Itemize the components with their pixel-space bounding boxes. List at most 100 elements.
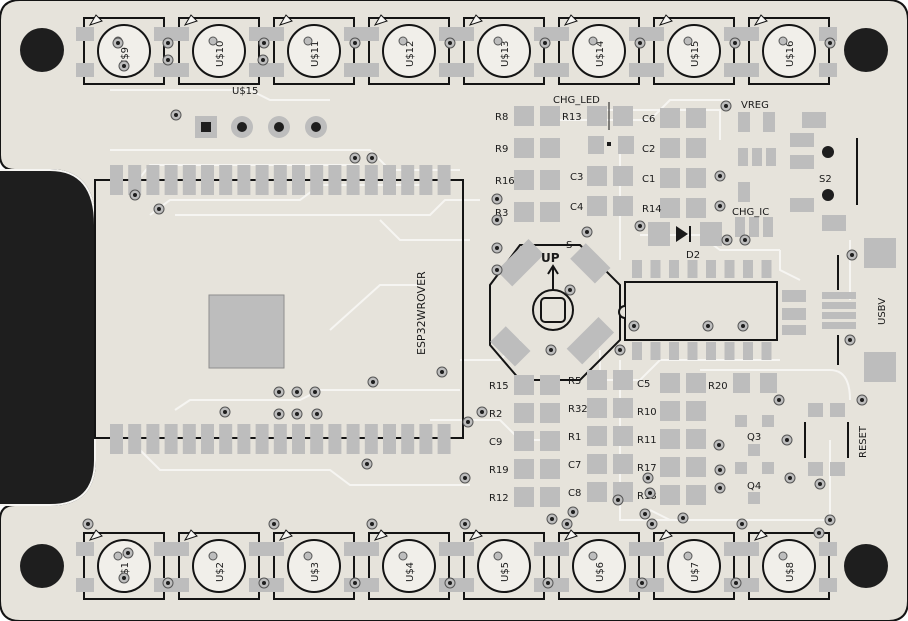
q4-label: Q4: [747, 481, 761, 492]
led-5: U$5: [456, 529, 552, 600]
component-label: C5: [637, 379, 650, 390]
component-r32: R32: [568, 398, 633, 418]
reset-label: RESET: [858, 425, 869, 458]
led-label: U$6: [595, 562, 606, 582]
nav-switch: UP S: [489, 238, 621, 381]
component-c9: C9: [489, 431, 560, 451]
usb-connector: USBV: [782, 238, 896, 382]
component-r2: R2: [489, 403, 560, 423]
transistors: Q3 Q4: [735, 415, 774, 504]
s-label: S: [566, 240, 572, 251]
led-label: U$14: [595, 41, 606, 67]
component-c3: C3: [570, 166, 633, 186]
mount-hole: [844, 28, 888, 72]
component-r15: R15: [489, 375, 560, 395]
component-label: R9: [495, 144, 508, 155]
component-c4: C4: [570, 196, 633, 216]
component-r16: R16: [495, 170, 560, 190]
mount-hole: [20, 28, 64, 72]
component-label: R11: [637, 435, 657, 446]
component-r9: R9: [495, 138, 560, 158]
chg-led: CHG_LED: [553, 95, 634, 154]
led-6: U$14: [551, 14, 647, 85]
component-label: C3: [570, 172, 583, 183]
led-4: U$12: [361, 14, 457, 85]
led-8: U$8: [741, 529, 837, 600]
mount-hole: [20, 544, 64, 588]
board-cutout: [0, 170, 95, 505]
led-label: U$11: [310, 41, 321, 67]
s2-switch: S2: [790, 112, 858, 231]
chg-ic-label: CHG_IC: [732, 207, 769, 218]
component-label: R15: [489, 381, 509, 392]
component-r3: R3: [495, 202, 560, 222]
component-c8: C8: [568, 482, 633, 502]
led-7: U$7: [646, 529, 742, 600]
component-c2: C2: [642, 138, 706, 158]
bottom-led-row: U$1 U$2 U$3 U$4 U$5 U$6 U$7 U$8: [76, 529, 837, 600]
led-2: U$2: [171, 529, 267, 600]
led-label: U$5: [500, 562, 511, 582]
component-label: R3: [495, 208, 508, 219]
component-label: R17: [637, 463, 657, 474]
component-r12: R12: [489, 487, 560, 507]
component-c6: C6: [642, 108, 706, 128]
component-label: R8: [495, 112, 508, 123]
led-label: U$7: [690, 562, 701, 582]
vreg-label: VREG: [741, 100, 769, 111]
component-label: C8: [568, 488, 581, 499]
s2-label: S2: [819, 174, 832, 185]
led-label: U$2: [215, 562, 226, 582]
led-label: U$9: [120, 47, 131, 67]
led-4: U$4: [361, 529, 457, 600]
led-label: U$13: [500, 41, 511, 67]
component-label: R14: [642, 204, 662, 215]
d2-diode: D2: [648, 222, 722, 261]
led-6: U$6: [551, 529, 647, 600]
q3-label: Q3: [747, 432, 761, 443]
component-r5: R5: [568, 370, 633, 390]
component-r13: R13: [562, 106, 633, 126]
led-label: U$4: [405, 562, 416, 582]
component-c1: C1: [642, 168, 706, 188]
component-r11: R11: [637, 429, 706, 449]
d2-label: D2: [686, 250, 700, 261]
component-label: C4: [570, 202, 583, 213]
component-r1: R1: [568, 426, 633, 446]
reset-switch: RESET: [804, 403, 869, 476]
up-label: UP: [541, 251, 560, 265]
led-5: U$13: [456, 14, 552, 85]
component-r19: R19: [489, 459, 560, 479]
component-label: R16: [495, 176, 515, 187]
component-label: R1: [568, 432, 581, 443]
led-1: U$9: [76, 14, 172, 85]
component-c5: C5: [637, 373, 706, 393]
component-label: C2: [642, 144, 655, 155]
led-1: U$1: [76, 529, 172, 600]
usb-label: USBV: [877, 298, 888, 325]
chg-led-label: CHG_LED: [553, 95, 600, 106]
chg-ic-chip: [618, 260, 778, 360]
led-label: U$15: [690, 41, 701, 67]
component-label: R12: [489, 493, 509, 504]
component-label: R32: [568, 404, 588, 415]
component-label: R10: [637, 407, 657, 418]
component-r10: R10: [637, 401, 706, 421]
r20: R20: [708, 373, 777, 393]
led-label: U$12: [405, 41, 416, 67]
component-r14: R14: [642, 198, 706, 218]
component-label: C6: [642, 114, 655, 125]
component-r17: R17: [637, 457, 706, 477]
led-3: U$11: [266, 14, 362, 85]
led-8: U$16: [741, 14, 837, 85]
led-label: U$3: [310, 562, 321, 582]
header-partial-label: U$15: [232, 86, 258, 97]
r20-label: R20: [708, 381, 728, 392]
component-label: R5: [568, 376, 581, 387]
component-label: R13: [562, 112, 582, 123]
component-label: R2: [489, 409, 502, 420]
